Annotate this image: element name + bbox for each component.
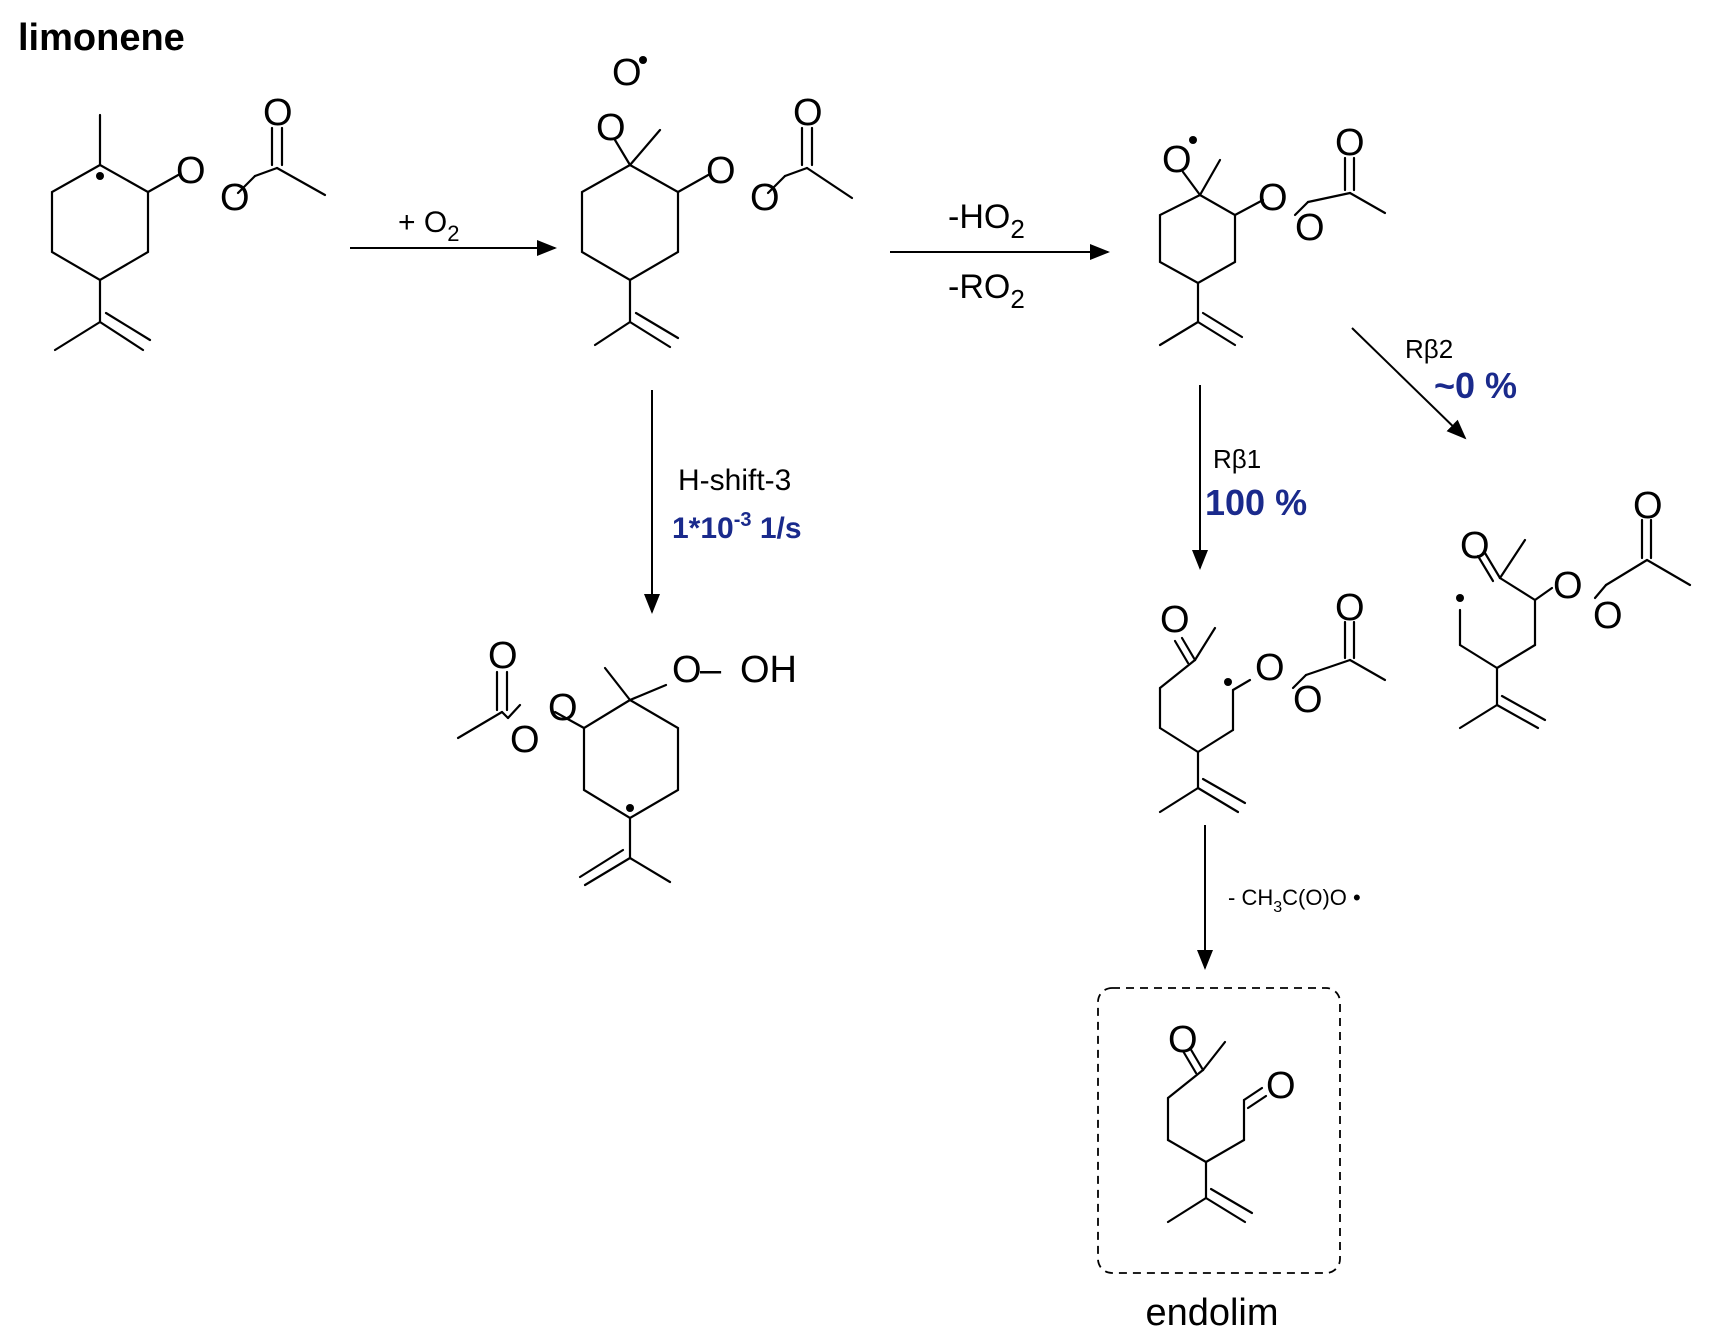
atom-o: O: [1633, 485, 1663, 527]
atom-o: O: [706, 150, 736, 192]
atom-o: O: [488, 635, 518, 677]
label-rb2-name: Rβ2: [1405, 334, 1453, 364]
molecule-endolim: O O: [1166, 1019, 1296, 1224]
atom-oh: OH: [740, 649, 797, 691]
atom-o: O: [1266, 1065, 1296, 1107]
label-o2-addition: + O2: [398, 206, 459, 246]
atom-o: O: [1255, 647, 1285, 689]
product-label: endolim: [1145, 1292, 1278, 1334]
bond-dash: –: [700, 649, 722, 691]
radical-dot: [1189, 136, 1197, 144]
label-rb1-name: Rβ1: [1213, 444, 1261, 474]
radical-dot: [626, 804, 634, 812]
atom-o: O: [1335, 587, 1365, 629]
molecule-limonene-radical: O O O: [50, 92, 327, 352]
label-hshift-name: H-shift-3: [678, 464, 791, 497]
atom-o: O: [750, 177, 780, 219]
label-acyloxy-loss: - CH3C(O)O •: [1228, 885, 1361, 916]
atom-o: O: [672, 649, 702, 691]
label-rb2-yield: ~0 %: [1434, 365, 1517, 406]
atom-o: O: [793, 92, 823, 134]
atom-o: O: [1335, 122, 1365, 164]
atom-o: O: [548, 687, 578, 729]
molecule-alkoxy-radical: O O O O: [1158, 122, 1387, 347]
atom-o: O: [1553, 565, 1583, 607]
atom-o: O: [1295, 207, 1325, 249]
atom-o: O: [220, 177, 250, 219]
radical-dot: [1456, 594, 1464, 602]
atom-o-radical: O: [1162, 139, 1192, 181]
molecule-peroxy-radical: O O O O O: [580, 52, 854, 349]
atom-o: O: [596, 107, 626, 149]
atom-o-radical: O: [612, 52, 642, 94]
label-minus-ro2: -RO2: [948, 268, 1025, 314]
atom-o: O: [510, 719, 540, 761]
molecule-rb2-product: O O O O: [1456, 485, 1692, 730]
atom-o: O: [1593, 595, 1623, 637]
label-hshift-rate: 1*10-3 1/s: [672, 509, 802, 545]
radical-dot: [96, 172, 104, 180]
arrow-rb2: [1351, 327, 1467, 440]
product-box: [1097, 987, 1341, 1274]
atom-o: O: [1460, 525, 1490, 567]
molecule-rb1-product: O O O O: [1158, 587, 1387, 814]
label-rb1-yield: 100 %: [1205, 482, 1307, 523]
radical-dot: [1224, 678, 1232, 686]
atom-o: O: [1168, 1019, 1198, 1061]
atom-o: O: [176, 150, 206, 192]
atom-o: O: [263, 92, 293, 134]
atom-o: O: [1293, 679, 1323, 721]
molecule-hshift-product: O – OH O O O: [456, 635, 797, 887]
atom-o: O: [1160, 599, 1190, 641]
label-minus-ho2: -HO2: [948, 198, 1025, 244]
atom-o: O: [1258, 177, 1288, 219]
diagram-title: limonene: [18, 17, 185, 59]
radical-dot: [639, 56, 647, 64]
